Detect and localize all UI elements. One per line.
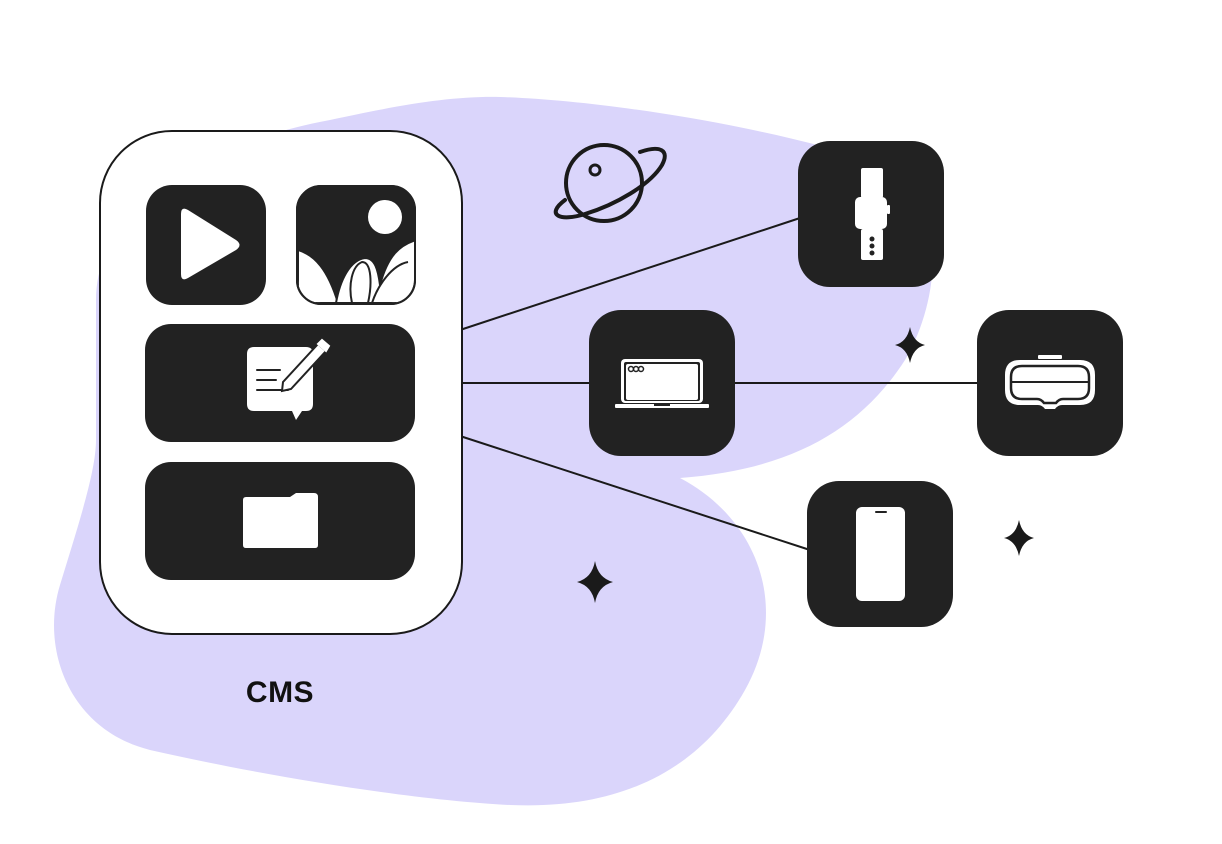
laptop-icon: [615, 359, 709, 408]
laptop-tile[interactable]: [589, 310, 735, 456]
sparkle-icon: [577, 561, 613, 603]
smartphone-icon: [856, 507, 905, 601]
vr-headset-tile[interactable]: [977, 310, 1123, 456]
image-tile[interactable]: [296, 185, 416, 305]
sparkle-icon: [895, 327, 925, 363]
connector-phone: [459, 435, 811, 551]
smartwatch-icon: [855, 168, 890, 260]
play-tile[interactable]: [146, 185, 266, 305]
smartphone-tile[interactable]: [807, 481, 953, 627]
planet-icon: [553, 143, 667, 223]
folder-tile[interactable]: [145, 462, 415, 580]
sparkle-icon: [1004, 520, 1034, 556]
folder-icon: [243, 493, 318, 548]
note-edit-icon: [247, 338, 331, 420]
connector-watch: [459, 217, 801, 331]
smartwatch-tile[interactable]: [798, 141, 944, 287]
image-icon: [298, 200, 414, 303]
note-tile[interactable]: [145, 324, 415, 442]
vr-headset-icon: [1005, 355, 1095, 409]
play-icon: [181, 208, 240, 280]
cms-label: CMS: [245, 676, 315, 709]
